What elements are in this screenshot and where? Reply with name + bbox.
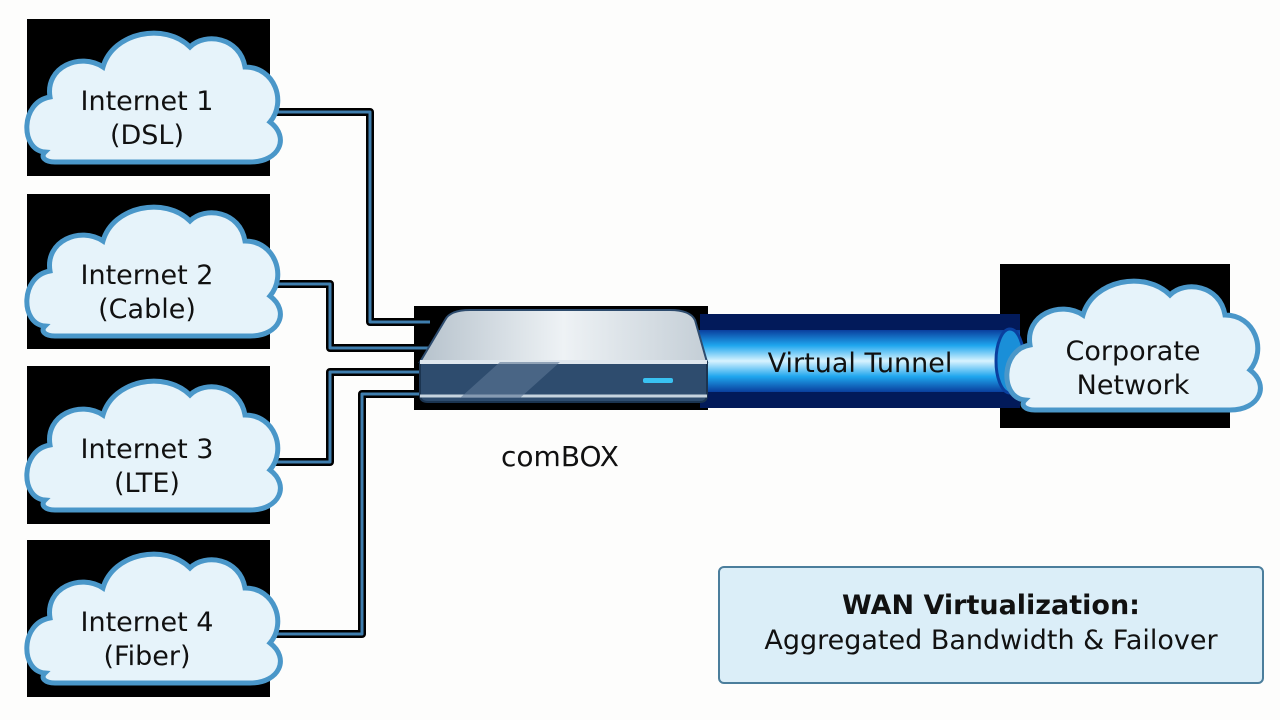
wire-internet-1 (268, 110, 430, 324)
isp-2-type: (Cable) (98, 294, 196, 325)
caption-box: WAN Virtualization: Aggregated Bandwidth… (718, 566, 1264, 684)
wire-internet-4 (268, 392, 430, 636)
isp-1-type: (DSL) (110, 120, 184, 151)
tunnel-label: Virtual Tunnel (768, 348, 953, 379)
isp-3-type: (LTE) (114, 468, 180, 499)
wire-internet-3 (268, 370, 430, 464)
destination-line1: Corporate (1066, 336, 1201, 367)
wire-internet-2 (268, 282, 430, 350)
caption-title: WAN Virtualization: (842, 590, 1140, 621)
isp-4-name: Internet 4 (81, 607, 214, 638)
virtual-tunnel (690, 330, 1020, 392)
isp-3-name: Internet 3 (81, 434, 214, 465)
status-led-icon (643, 378, 673, 383)
device-label: comBOX (501, 440, 619, 473)
destination-line2: Network (1077, 370, 1190, 401)
caption-subtitle: Aggregated Bandwidth & Failover (764, 625, 1218, 656)
isp-2-name: Internet 2 (81, 260, 214, 291)
combox-device (418, 309, 709, 403)
isp-4-type: (Fiber) (104, 641, 191, 672)
isp-1-name: Internet 1 (81, 86, 214, 117)
